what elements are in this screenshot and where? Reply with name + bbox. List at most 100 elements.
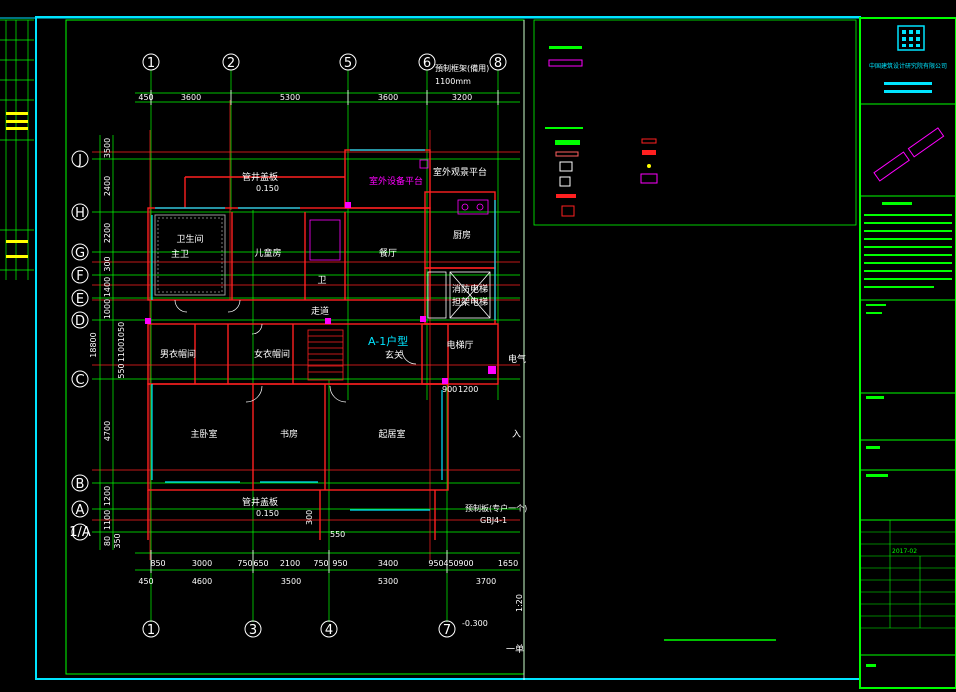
axis-label-C: C (75, 373, 84, 388)
axis-label-1: 1 (147, 56, 155, 71)
dim-top: 3200 (452, 93, 472, 102)
axis-bubbles-top (142, 53, 507, 71)
axis-label-J: J (77, 153, 82, 168)
room-elder: 男衣帽间 (160, 348, 196, 360)
axis-label-H: H (75, 206, 85, 221)
dim-left: 300 (103, 256, 112, 271)
axis-label-5: 5 (344, 56, 352, 71)
room-master-bath: 主卫 (171, 248, 189, 260)
dim-bot2: 3700 (476, 577, 496, 586)
dim-top: 3600 (181, 93, 201, 102)
axis-label-8: 8 (494, 56, 502, 71)
dim-bot: 750 (237, 559, 252, 568)
dim-300: 300 (305, 510, 314, 525)
room-dining: 餐厅 (379, 247, 397, 259)
legend-swatch (561, 205, 575, 217)
title-bar (884, 82, 932, 85)
left-margin-text (6, 112, 28, 258)
room-bathroom: 卫生间 (176, 233, 203, 245)
legend-swatch (545, 127, 583, 129)
axis-label-6: 6 (423, 56, 431, 71)
room-master: 主卧室 (190, 428, 217, 440)
room-outdoor2: 室外观景平台 (433, 166, 487, 178)
title-block (859, 17, 956, 689)
dim-bot: 3000 (192, 559, 212, 568)
dim-top: 450 (138, 93, 153, 102)
dim-bot2: 5300 (378, 577, 398, 586)
axis-label-A: A (76, 503, 85, 518)
dim-bot: 1650 (498, 559, 518, 568)
legend-swatch (642, 150, 656, 155)
dim-bot2: 3500 (281, 577, 301, 586)
kitchen-fixtures (309, 159, 489, 261)
dim-left: 550 (117, 363, 126, 378)
dim-1200: 1200 (458, 385, 478, 394)
dim-left: 80 (103, 536, 112, 546)
legend-swatch (555, 151, 579, 157)
dim-left: 2400 (103, 176, 112, 196)
elevators (427, 271, 491, 319)
dim-top: 3600 (378, 93, 398, 102)
dim-left: 1200 (103, 486, 112, 506)
drawing-date: 2017-02 (892, 548, 917, 555)
precast-label: 预制板(专户一个) (465, 503, 527, 513)
top-note: 預制框架(備用) (435, 63, 489, 73)
room-lift: 消防电梯 (452, 283, 488, 295)
legend-swatch (556, 194, 576, 198)
room-outdoor: 室外设备平台 (369, 175, 423, 187)
room-study: 书房 (280, 428, 298, 440)
legend-swatch (559, 161, 573, 172)
axis-bubbles-bottom (142, 620, 456, 638)
legend-swatch (640, 173, 658, 184)
dim-left: 4700 (103, 421, 112, 441)
pipe-cover-top-val: 0.150 (256, 184, 279, 193)
bottom-title: 一单 (506, 643, 524, 655)
dimension-ticks (150, 90, 499, 573)
room-living: 起居室 (378, 428, 405, 440)
legend-swatch (647, 164, 651, 168)
top-note-dim: 1100mm (435, 77, 471, 86)
dim-left: 1400 (103, 277, 112, 297)
pipe-cover-bot-val: 0.150 (256, 509, 279, 518)
title-block-grid (860, 520, 956, 629)
dim-900: 900 (442, 385, 457, 394)
legend-swatch (555, 140, 580, 145)
dim-bot: 950 (428, 559, 443, 568)
legend-swatch (559, 176, 571, 187)
dim-bot: 450 (443, 559, 458, 568)
dim-left: 1000 (103, 299, 112, 319)
axis-label-b7: 7 (443, 623, 451, 638)
axis-label-1A: 1/A (69, 525, 91, 540)
axis-label-B: B (76, 477, 85, 492)
dim-bot: 650 (253, 559, 268, 568)
pipe-cover-top: 管井盖板 (242, 171, 278, 183)
dim-bot: 850 (150, 559, 165, 568)
legend-panel (533, 19, 857, 226)
legend-swatch (641, 138, 657, 144)
stair (307, 329, 344, 381)
dim-bot: 900 (458, 559, 473, 568)
bathroom-hatch (154, 214, 226, 296)
legend-swatch (548, 59, 583, 67)
doors (174, 299, 417, 403)
dim-bot: 950 (332, 559, 347, 568)
room-kitchen: 厨房 (453, 229, 471, 241)
dim-bot2: 450 (138, 577, 153, 586)
axis-bubbles-left (71, 150, 89, 541)
side-mark: 1:20 (515, 594, 524, 612)
dim-left: 350 (113, 533, 122, 548)
walls (147, 149, 499, 540)
company-logo (897, 25, 925, 51)
accent-blocks (145, 202, 496, 384)
windows (151, 149, 496, 511)
partial-label: 入 (512, 429, 521, 440)
company-name: 中国建筑设计研究院有限公司 (869, 62, 947, 70)
company-logo-grid (902, 30, 920, 47)
level-mark: -0.300 (462, 619, 488, 628)
dim-bot: 3400 (378, 559, 398, 568)
title-block-text (864, 202, 952, 667)
room-child: 儿童房 (254, 247, 281, 259)
unit-type: A-1户型 (368, 334, 408, 348)
room-lift2: 担架电梯 (452, 296, 488, 308)
